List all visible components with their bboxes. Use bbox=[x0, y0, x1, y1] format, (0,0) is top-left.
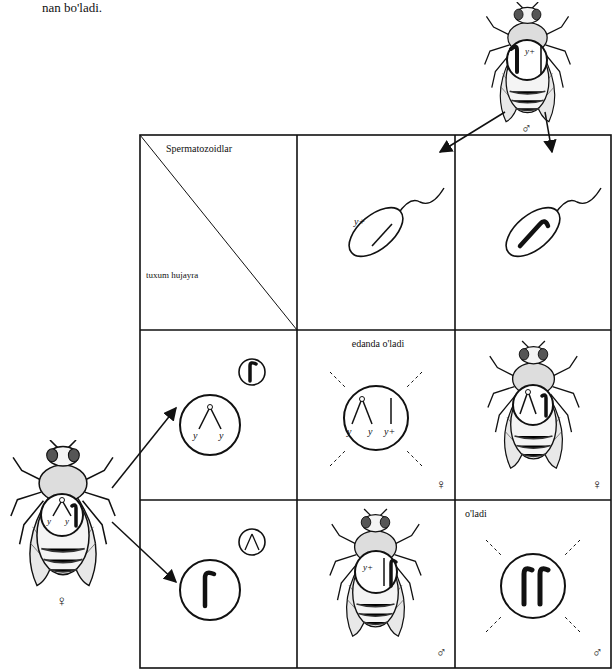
sex-symbol: ♂ bbox=[592, 646, 603, 660]
punnett-grid bbox=[140, 135, 611, 668]
gamete-arrows bbox=[112, 112, 552, 582]
dead-zygote-yy bbox=[486, 540, 580, 632]
gene-label: y bbox=[219, 431, 223, 441]
grid-cell: edanda o'ladi bbox=[297, 330, 455, 500]
female-offspring-fly bbox=[488, 341, 579, 468]
egg-y bbox=[180, 529, 265, 620]
grid-cell: Spermatozoidlar tuxum hujayra bbox=[140, 135, 297, 330]
dead-zygote-xxx bbox=[330, 372, 422, 466]
caption-fragment: nan bo'ladi. bbox=[42, 1, 102, 14]
gene-label: y bbox=[368, 427, 372, 437]
sex-symbol: ♀ bbox=[592, 478, 603, 492]
gene-label: y+ bbox=[354, 217, 365, 227]
cell-note: o'ladi bbox=[465, 508, 487, 519]
sex-symbol: ♂ bbox=[436, 646, 447, 660]
gene-label: y bbox=[65, 517, 69, 526]
sperm-x bbox=[341, 188, 444, 266]
sex-symbol: ♀ bbox=[56, 594, 67, 609]
sex-symbol: ♂ bbox=[521, 122, 532, 136]
gene-label: y bbox=[193, 431, 197, 441]
male-parent-fly bbox=[485, 2, 571, 122]
gene-label: y bbox=[347, 427, 351, 437]
female-parent-fly bbox=[11, 440, 115, 585]
gene-label: y+ bbox=[363, 563, 373, 572]
gene-label: y+ bbox=[384, 427, 395, 437]
cell-note: edanda o'ladi bbox=[299, 338, 457, 349]
gene-label: y bbox=[47, 517, 51, 526]
header-label: Spermatozoidlar bbox=[166, 143, 232, 154]
sex-symbol: ♀ bbox=[436, 478, 447, 492]
gene-label: y+ bbox=[525, 47, 535, 56]
male-offspring-fly bbox=[330, 509, 421, 636]
sperm-y bbox=[498, 188, 601, 266]
header-label: tuxum hujayra bbox=[146, 271, 200, 281]
grid-cell: o'ladi bbox=[455, 500, 611, 668]
egg-attached-x bbox=[180, 359, 265, 455]
